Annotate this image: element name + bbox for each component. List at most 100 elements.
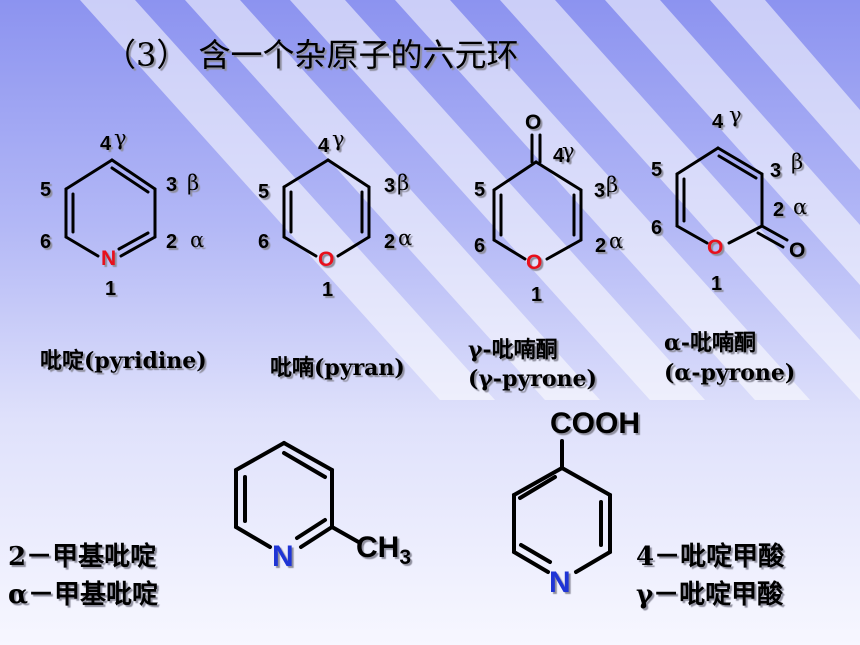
- gamma-pyrone-pos5: 5: [474, 179, 486, 201]
- alpha-pyrone-pos4: 4: [712, 111, 724, 133]
- gamma-pyrone-pos3: 3: [594, 180, 606, 202]
- bond: [727, 224, 764, 245]
- pyridine-pos3: 3: [166, 174, 178, 196]
- bond: [518, 475, 557, 500]
- bond: [492, 238, 527, 261]
- gamma-pyrone-oxo-o: O: [525, 111, 542, 134]
- gamma-pyrone-pos6: 6: [474, 235, 486, 257]
- stripe: [605, 0, 860, 285]
- pyran-o-atom: O: [318, 248, 335, 271]
- alpha-pyrone-pos5: 5: [651, 159, 663, 181]
- alpha-pyrone-name: α-吡喃酮: [664, 330, 757, 356]
- alpha-pyrone-pos3: 3: [770, 160, 782, 182]
- isonicotinic-cooh: COOH: [550, 407, 640, 440]
- bond: [512, 466, 564, 497]
- pyran-pos3: 3: [384, 175, 396, 197]
- pyran-pos6: 6: [258, 231, 270, 253]
- gamma-pyrone-gamma: γ: [562, 139, 575, 163]
- methyl-ch: CH: [356, 531, 400, 564]
- pyran-alpha: α: [398, 226, 413, 250]
- bond: [717, 154, 758, 180]
- bond: [545, 238, 583, 261]
- pyridine-pos5: 5: [40, 179, 52, 201]
- gamma-pyrone-alpha: α: [609, 229, 624, 253]
- methylpyridine-n-atom: N: [272, 540, 294, 573]
- alpha-pyrone-alpha: α: [793, 195, 808, 219]
- stripe: [185, 0, 600, 400]
- methylpyridine-methyl: CH3: [356, 531, 411, 570]
- pyran-pos1: 1: [322, 279, 334, 301]
- isonicotinic-name: 4－吡啶甲酸: [636, 542, 785, 572]
- bond: [234, 525, 272, 549]
- pyridine-beta: β: [187, 171, 200, 195]
- pyran-name: 吡喃(pyran): [270, 355, 405, 381]
- bond: [574, 550, 612, 574]
- page-title: （3） 含一个杂原子的六元环: [104, 36, 519, 74]
- methylpyridine-name: 2－甲基吡啶: [8, 542, 157, 572]
- bond: [282, 158, 330, 189]
- bond: [760, 224, 789, 242]
- gamma-pyrone-name-en: (γ-pyrone): [468, 366, 597, 392]
- gamma-pyrone-name: γ-吡喃酮: [468, 337, 558, 363]
- stripe: [500, 0, 860, 400]
- isonicotinic-n-atom: N: [549, 566, 571, 599]
- pyran-beta: β: [397, 171, 410, 195]
- bond: [282, 441, 334, 472]
- pyridine-name: 吡啶(pyridine): [40, 348, 207, 374]
- pyran-pos5: 5: [258, 181, 270, 203]
- bond: [295, 518, 327, 540]
- isonicotinic-name-alt: γ－吡啶甲酸: [636, 580, 784, 610]
- bond: [299, 525, 334, 549]
- pyran-pos2: 2: [384, 231, 396, 253]
- alpha-pyrone-name-en: (α-pyrone): [664, 360, 796, 386]
- gamma-pyrone-pos2: 2: [595, 235, 607, 257]
- alpha-pyrone-gamma: γ: [729, 103, 742, 127]
- bond: [282, 451, 327, 479]
- gamma-pyrone-pos1: 1: [531, 284, 543, 306]
- bond: [119, 235, 157, 258]
- stripe: [290, 0, 705, 400]
- bond: [282, 235, 318, 258]
- bond: [534, 160, 583, 192]
- bond: [64, 158, 114, 191]
- pyran-pos4: 4: [318, 135, 330, 157]
- alpha-pyrone-pos1: 1: [711, 273, 723, 295]
- pyran-gamma: γ: [332, 127, 345, 151]
- pyridine-n-atom: N: [101, 247, 117, 270]
- bond: [675, 146, 720, 176]
- bond: [519, 543, 552, 564]
- alpha-pyrone-beta: β: [791, 150, 804, 174]
- bond: [110, 166, 150, 194]
- bond: [326, 158, 371, 189]
- pyridine-pos1: 1: [105, 278, 117, 300]
- bond: [492, 160, 538, 192]
- alpha-pyrone-pos2: 2: [773, 199, 785, 221]
- bond: [560, 466, 612, 497]
- alpha-pyrone-ring-o: O: [707, 236, 724, 259]
- pyridine-pos6: 6: [40, 231, 52, 253]
- bond: [117, 231, 150, 251]
- pyridine-pos2: 2: [166, 231, 178, 253]
- pyridine-alpha: α: [190, 228, 205, 252]
- pyridine-gamma: γ: [114, 126, 127, 150]
- bond: [110, 158, 157, 191]
- gamma-pyrone-pos4: 4: [553, 145, 565, 167]
- bond: [512, 550, 550, 574]
- gamma-pyrone-ring-o: O: [526, 251, 543, 274]
- bond: [330, 525, 364, 546]
- bond: [716, 146, 764, 176]
- methylpyridine-name-alt: α－甲基吡啶: [8, 580, 159, 610]
- bond: [64, 235, 100, 258]
- bond: [756, 231, 785, 249]
- stripe: [710, 0, 860, 170]
- methyl-subscript: 3: [399, 546, 412, 569]
- bond: [675, 224, 709, 245]
